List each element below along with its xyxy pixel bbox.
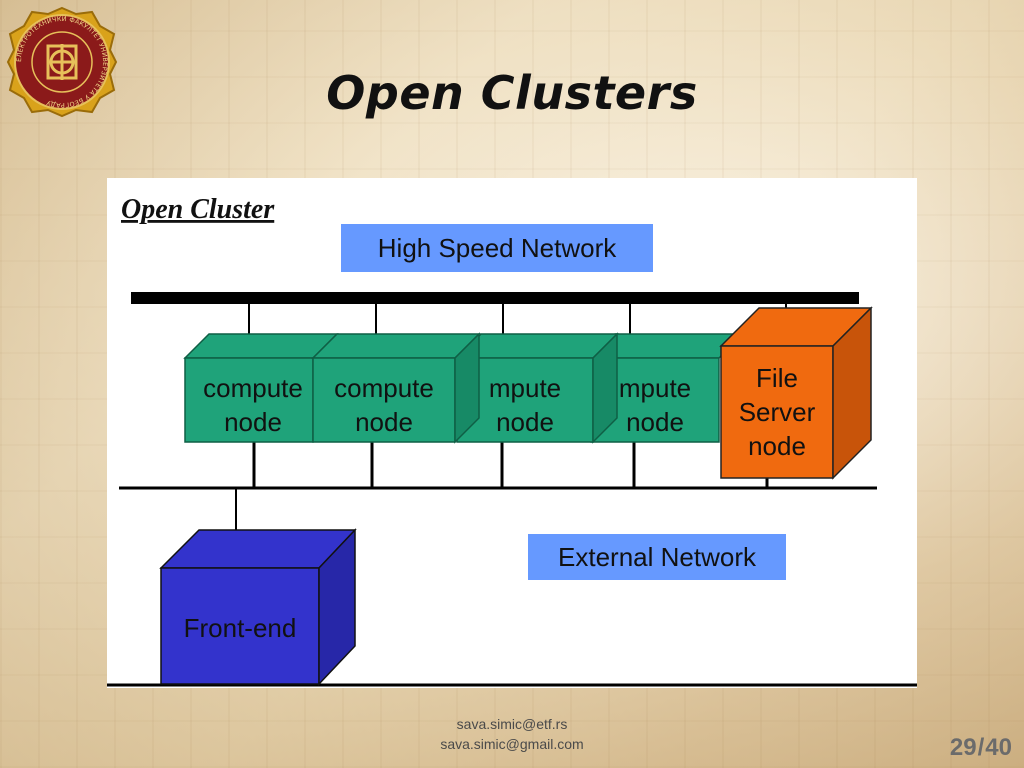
external-connectors: [252, 442, 769, 488]
external-network-label: External Network: [558, 542, 757, 572]
compute-node-1-label-2: node: [224, 407, 282, 437]
compute-node-2: compute node: [311, 332, 481, 444]
compute-node-4-label-1: mpute: [619, 373, 691, 403]
external-network-label-box: [528, 534, 786, 580]
open-cluster-diagram: Open Cluster High Speed Network: [107, 178, 917, 688]
high-speed-network-bus: [131, 292, 859, 304]
high-speed-network-label: High Speed Network: [378, 233, 617, 263]
compute-node-4-label-2: node: [626, 407, 684, 437]
page-number: 29/40: [950, 734, 1012, 762]
university-seal: ЕЛЕКТРОТЕХНИЧКИ ФАКУЛТЕТ УНИВЕРЗИТЕТА У …: [6, 6, 118, 118]
front-end-node: Front-end: [159, 528, 357, 686]
file-server-label-2: Server: [739, 397, 816, 427]
diagram-caption: Open Cluster: [121, 194, 275, 225]
compute-node-1: compute node: [183, 333, 339, 443]
front-end-label: Front-end: [184, 613, 297, 643]
compute-node-1-label-1: compute: [203, 373, 303, 403]
file-server-node: File Server node: [719, 306, 873, 480]
page-separator: /: [977, 734, 985, 761]
compute-node-3: mpute node: [455, 332, 619, 444]
slide-title: Open Clusters: [326, 66, 698, 120]
file-server-label-1: File: [756, 363, 798, 393]
compute-node-3-label-2: node: [496, 407, 554, 437]
page-current: 29: [949, 734, 977, 761]
footer-email-2: sava.simic@gmail.com: [440, 736, 584, 752]
compute-node-2-label-1: compute: [334, 373, 434, 403]
footer-emails: sava.simic@etf.rs sava.simic@gmail.com: [0, 714, 1024, 754]
footer-email-1: sava.simic@etf.rs: [456, 716, 568, 732]
compute-node-2-label-2: node: [355, 407, 413, 437]
page-total: 40: [985, 734, 1012, 761]
compute-node-3-label-1: mpute: [489, 373, 561, 403]
file-server-label-3: node: [748, 431, 806, 461]
high-speed-network-label-box: [341, 224, 653, 272]
